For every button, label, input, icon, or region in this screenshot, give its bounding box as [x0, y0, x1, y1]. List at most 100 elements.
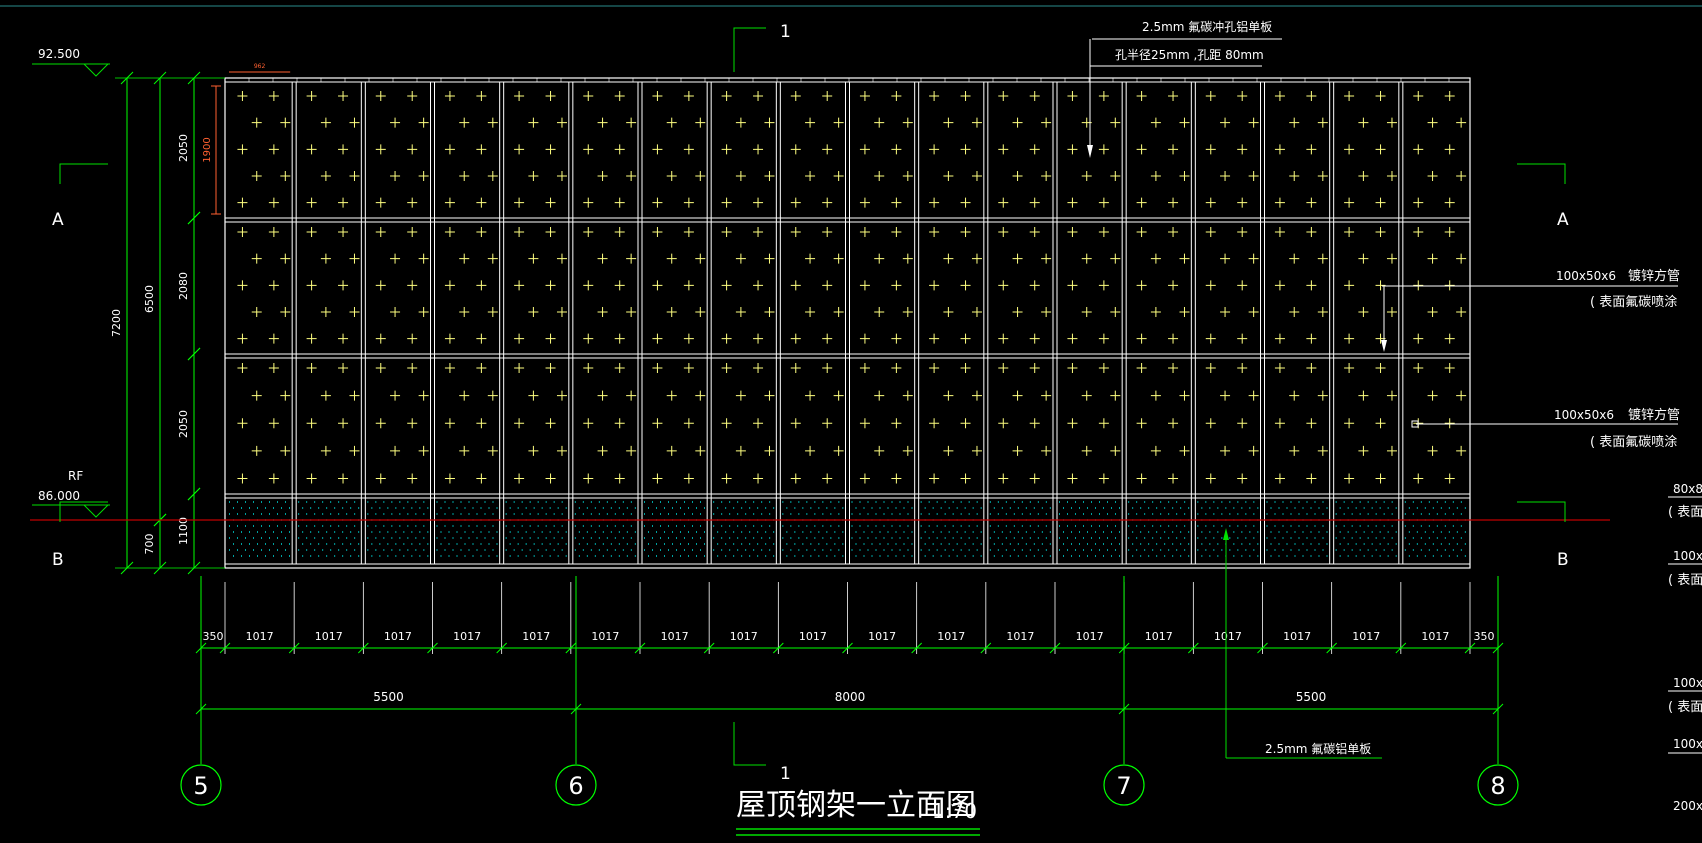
- dim-row-3-text: 1100: [177, 517, 190, 545]
- dim-row-0-tick: [187, 71, 201, 85]
- dim-bay-text: 1017: [1145, 630, 1173, 643]
- dim-lower-tick: [153, 561, 167, 575]
- dim-bay-tick: [357, 642, 369, 654]
- callout-solid-panel-text: 2.5mm 氟碳铝单板: [1265, 741, 1371, 756]
- dim-bay-tick: [219, 642, 231, 654]
- dim-lower-text: 700: [143, 534, 156, 555]
- dim-edge-left-text: 350: [203, 630, 224, 643]
- callout-perforated-panel: 2.5mm 氟碳冲孔铝单板 孔半径25mm ,孔距 80mm: [1087, 19, 1282, 158]
- steel-frame: [224, 77, 1471, 569]
- callout-tube-2-size: 100x50x6: [1554, 408, 1614, 422]
- dim-bay-tick: [565, 642, 577, 654]
- dim-bay-tick: [1049, 642, 1061, 654]
- elevation-rf-marker: RF 86.000: [32, 469, 110, 518]
- cut-marker-top: 1: [733, 22, 791, 72]
- dim-span-text: 5500: [1296, 690, 1327, 704]
- dim-bay-text: 1017: [591, 630, 619, 643]
- dim-bay-text: 1017: [1352, 630, 1380, 643]
- dim-bay-text: 1017: [1006, 630, 1034, 643]
- dim-row-0-text: 2050: [177, 134, 190, 162]
- grid-axis-label-6: 6: [568, 772, 583, 800]
- edge-label-5: 100x5: [1673, 676, 1702, 690]
- dim-span-text: 8000: [835, 690, 866, 704]
- edge-label-1: 80x80: [1673, 482, 1702, 496]
- dim-bay-text: 1017: [1214, 630, 1242, 643]
- dim-bay-tick: [1187, 642, 1199, 654]
- dim-bay-text: 1017: [315, 630, 343, 643]
- edge-label-7: 100x5: [1673, 737, 1702, 751]
- section-marker-right: A B: [1517, 163, 1569, 570]
- dim-bay-text: 1017: [1283, 630, 1311, 643]
- grid-axis-label-8: 8: [1490, 772, 1505, 800]
- elevation-rf-name: RF: [68, 469, 83, 483]
- dim-span-tick: [1118, 703, 1130, 715]
- solid-panel-hatch: [229, 501, 1466, 557]
- section-marker-left: A B: [52, 163, 108, 570]
- cut-top-label: 1: [780, 22, 791, 42]
- dim-row-2-tick: [187, 347, 201, 361]
- dim-bay-text: 1017: [522, 630, 550, 643]
- dim-bay-text: 1017: [661, 630, 689, 643]
- frame-outline: [224, 77, 1471, 569]
- dim-row-3-tick: [187, 561, 201, 575]
- dim-bay-text: 1017: [384, 630, 412, 643]
- right-edge-labels: 80x80 ( 表面 100x5 ( 表面 100x5 ( 表面 100x5 2…: [1668, 482, 1702, 813]
- dim-panel-inner-text: 1900: [202, 137, 213, 162]
- dim-upper-tick: [153, 71, 167, 85]
- edge-label-3: 100x5: [1673, 549, 1702, 563]
- callout-solid-panel: 2.5mm 氟碳铝单板: [1223, 528, 1382, 759]
- dim-bay-tick: [634, 642, 646, 654]
- elevation-rf-label: 86.000: [38, 489, 80, 503]
- perforation-cross-set: [237, 91, 1467, 484]
- drawing-scale: 1:70: [932, 799, 977, 823]
- section-b-right: B: [1557, 550, 1569, 570]
- dim-bay-tick: [703, 642, 715, 654]
- dim-bay-tick: [772, 642, 784, 654]
- dim-row-1-text: 2080: [177, 272, 190, 300]
- drawing-title: 屋顶钢架一立面图: [736, 788, 976, 823]
- dim-row-1-tick: [187, 211, 201, 225]
- dim-span-tick: [1492, 703, 1504, 715]
- dim-overall-tick: [120, 71, 134, 85]
- dim-bay-text: 1017: [799, 630, 827, 643]
- perforation-crosses: [237, 91, 1467, 484]
- dim-bay-text: 1017: [246, 630, 274, 643]
- dim-bay-tick: [1326, 642, 1338, 654]
- dim-span-tick: [570, 703, 582, 715]
- dim-bay-tick: [1464, 642, 1476, 654]
- section-b-left: B: [52, 550, 64, 570]
- dim-panel-width-text: 962: [254, 63, 266, 70]
- callout-tube-1-note: ( 表面氟碳喷涂: [1590, 294, 1677, 310]
- dim-bay-tick: [496, 642, 508, 654]
- grid-axis-bubble: [1477, 764, 1519, 806]
- dim-bay-text: 1017: [453, 630, 481, 643]
- dim-row-3-tick: [187, 487, 201, 501]
- callout-tube-1-size: 100x50x6: [1556, 269, 1616, 283]
- dim-span-text: 5500: [373, 690, 404, 704]
- dim-bay-tick: [911, 642, 923, 654]
- dim-upper-text: 6500: [143, 285, 156, 313]
- dim-edge-right-text: 350: [1474, 630, 1495, 643]
- callout-tube-2: 100x50x6 镀锌方管 ( 表面氟碳喷涂: [1411, 407, 1680, 450]
- callout-perforated-spec-text: 孔半径25mm ,孔距 80mm: [1115, 48, 1264, 62]
- dim-bay-text: 1017: [1076, 630, 1104, 643]
- callout-perforated-panel-text: 2.5mm 氟碳冲孔铝单板: [1142, 19, 1272, 34]
- grid-axis-bubble: [180, 764, 222, 806]
- section-a-left: A: [52, 210, 64, 230]
- dim-bay-text: 1017: [937, 630, 965, 643]
- dim-bay-tick: [1395, 642, 1407, 654]
- dim-bay-text: 1017: [730, 630, 758, 643]
- dim-bay-tick: [288, 642, 300, 654]
- dim-bay-tick: [980, 642, 992, 654]
- elevation-top-label: 92.500: [38, 47, 80, 61]
- dim-bay-text: 1017: [868, 630, 896, 643]
- edge-label-2: ( 表面: [1668, 505, 1702, 520]
- elevation-top-marker: 92.500: [32, 47, 110, 77]
- dim-bay-tick: [1257, 642, 1268, 654]
- dim-bay-text: 1017: [1421, 630, 1449, 643]
- drawing-title-block: 屋顶钢架一立面图 1:70: [736, 788, 980, 836]
- grid-axis-label-7: 7: [1116, 772, 1131, 800]
